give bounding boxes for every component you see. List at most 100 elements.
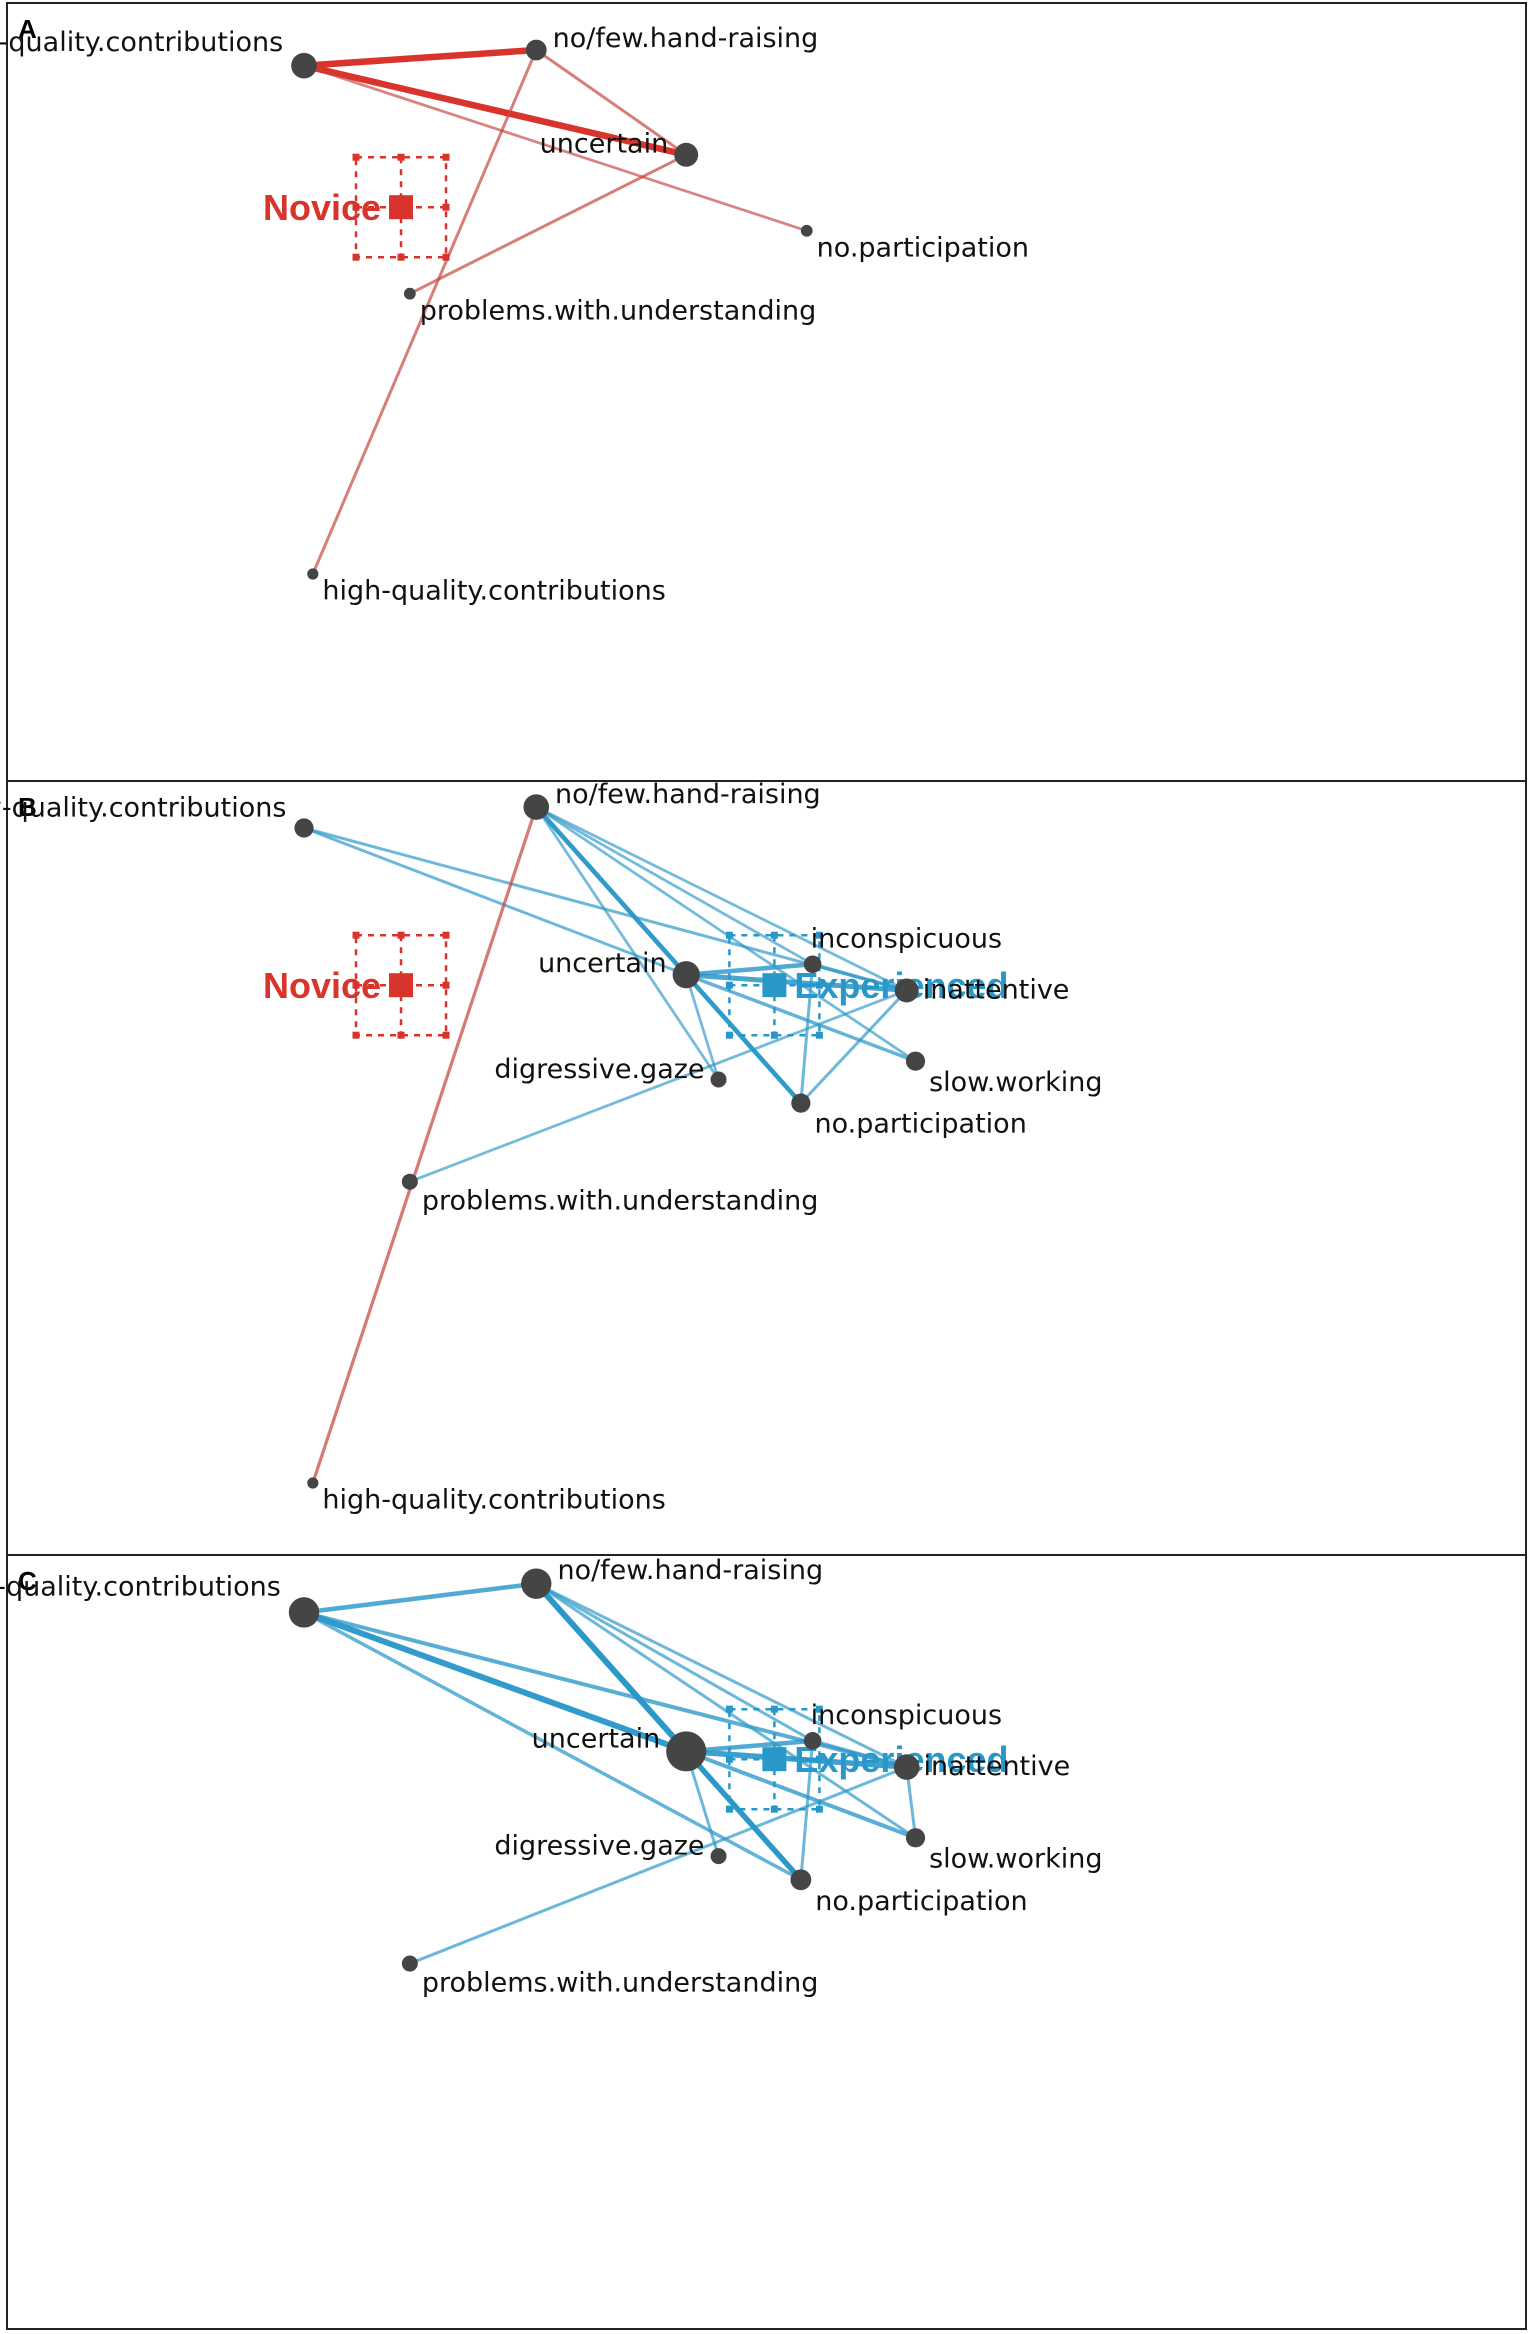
node-label: inconspicuous [811, 1700, 1002, 1731]
node-label: uncertain [538, 948, 667, 979]
node-no-participation: no.participation [791, 1093, 1027, 1140]
node-marker [790, 1869, 812, 1891]
edge-low-quality-contributions-uncertain [302, 826, 688, 977]
node-label: uncertain [532, 1723, 661, 1754]
edge-uncertain-inattentive [683, 972, 910, 993]
group-box-tick [725, 1031, 733, 1039]
edge-low-quality-contributions-no-participation [302, 1610, 803, 1882]
group-box-tick [725, 931, 733, 939]
node-marker [710, 1848, 727, 1865]
node-label: no/few.hand-raising [555, 779, 821, 810]
group-box-tick [815, 1031, 823, 1039]
group-label: Novice [263, 965, 381, 1006]
node-label: no/few.hand-raising [553, 23, 819, 54]
node-high-quality-contributions: high-quality.contributions [307, 1477, 666, 1516]
group-box-tick [442, 981, 450, 989]
edge-no-few-hand-raising-digressive-gaze [534, 805, 720, 1081]
node-marker [307, 1477, 319, 1489]
nodes-b: low-quality.contributionsno/few.hand-rai… [0, 779, 1102, 1515]
node-marker [401, 1173, 418, 1190]
edge-uncertain-slow-working [684, 1749, 918, 1840]
group-box-tick [352, 931, 360, 939]
group-box-tick [397, 1031, 405, 1039]
node-label: problems.with.understanding [422, 1968, 819, 1999]
edge-uncertain-inconspicuous [683, 961, 815, 977]
node-label: digressive.gaze [494, 1831, 704, 1862]
node-label: inattentive [924, 1751, 1071, 1782]
edge-inconspicuous-no-participation [799, 962, 815, 1105]
node-label: problems.with.understanding [420, 296, 817, 327]
group-box-tick [725, 1705, 733, 1713]
group-centroid-marker [389, 973, 414, 998]
node-problems-with-understanding: problems.with.understanding [401, 1955, 819, 1999]
edges-c [301, 1580, 918, 1966]
node-marker [674, 142, 699, 167]
group-box-tick [442, 1031, 450, 1039]
node-marker [666, 1731, 707, 1772]
node-marker [672, 961, 700, 989]
node-problems-with-understanding: problems.with.understanding [401, 1173, 819, 1217]
group-box-tick [815, 981, 823, 989]
group-novice: Novice [263, 931, 450, 1039]
edge-inconspicuous-no-participation [799, 1739, 815, 1882]
edge-inattentive-no-participation [799, 988, 909, 1105]
node-marker [523, 794, 550, 820]
node-label: no.participation [815, 1886, 1027, 1917]
edge-uncertain-problems-with-understanding [408, 153, 688, 296]
edge-low-quality-contributions-uncertain [300, 62, 690, 159]
group-centroid-marker [389, 195, 414, 220]
group-box-tick [815, 1755, 823, 1763]
edges-a [300, 46, 809, 576]
group-box-tick [442, 153, 450, 161]
edge-no-few-hand-raising-high-quality-contributions [311, 805, 538, 1485]
node-digressive-gaze: digressive.gaze [494, 1054, 727, 1088]
edge-uncertain-digressive-gaze [684, 973, 720, 1081]
edge-uncertain-no-participation [683, 1748, 804, 1883]
node-digressive-gaze: digressive.gaze [494, 1831, 727, 1865]
node-high-quality-contributions: high-quality.contributions [307, 568, 666, 607]
panel-label-c: C [18, 1566, 37, 1596]
node-marker [894, 978, 919, 1003]
node-marker [803, 1732, 822, 1750]
edge-no-few-hand-raising-slow-working [534, 1582, 918, 1840]
group-box-tick [397, 153, 405, 161]
edge-uncertain-no-participation [683, 972, 804, 1106]
edge-no-few-hand-raising-uncertain [534, 48, 688, 157]
node-no-few-hand-raising: no/few.hand-raising [525, 23, 819, 61]
edge-inattentive-problems-with-understanding [408, 1765, 909, 1966]
edges-b [302, 804, 918, 1485]
node-label: high-quality.contributions [322, 576, 665, 607]
node-label: no.participation [814, 1109, 1026, 1140]
node-marker [525, 39, 547, 61]
node-marker [294, 818, 314, 838]
network-plot-a: A Novice low-quality.contributionsno/few… [0, 14, 1029, 607]
network-panel-b: B NoviceExperienced low-quality.contribu… [0, 779, 1527, 1556]
group-box-tick [397, 931, 405, 939]
node-label: inattentive [923, 974, 1070, 1005]
group-centroid-marker [762, 973, 787, 998]
node-label: uncertain [540, 128, 669, 159]
network-plot-b: B NoviceExperienced low-quality.contribu… [0, 779, 1102, 1515]
edge-no-few-hand-raising-inconspicuous [534, 1582, 815, 1743]
node-no-few-hand-raising: no/few.hand-raising [521, 1555, 823, 1599]
group-box-tick [815, 931, 823, 939]
edge-uncertain-slow-working [684, 972, 918, 1063]
node-marker [710, 1071, 727, 1088]
node-label: problems.with.understanding [422, 1186, 819, 1217]
group-box-tick [770, 931, 778, 939]
edge-low-quality-contributions-uncertain [301, 1609, 690, 1755]
group-box-tick [725, 1805, 733, 1813]
group-box-tick [352, 153, 360, 161]
edge-low-quality-contributions-no-participation [302, 64, 809, 233]
groups-a: Novice [263, 153, 450, 261]
node-label: no/few.hand-raising [557, 1555, 823, 1586]
node-marker [291, 52, 317, 79]
node-uncertain: uncertain [532, 1723, 707, 1772]
node-low-quality-contributions: low-quality.contributions [0, 27, 317, 79]
group-box-tick [352, 203, 360, 211]
edge-no-few-hand-raising-inattentive [534, 1582, 909, 1769]
group-box-tick [397, 253, 405, 261]
edge-uncertain-inattentive [683, 1748, 910, 1770]
edge-no-few-hand-raising-high-quality-contributions [311, 48, 538, 576]
node-slow-working: slow.working [905, 1051, 1102, 1098]
